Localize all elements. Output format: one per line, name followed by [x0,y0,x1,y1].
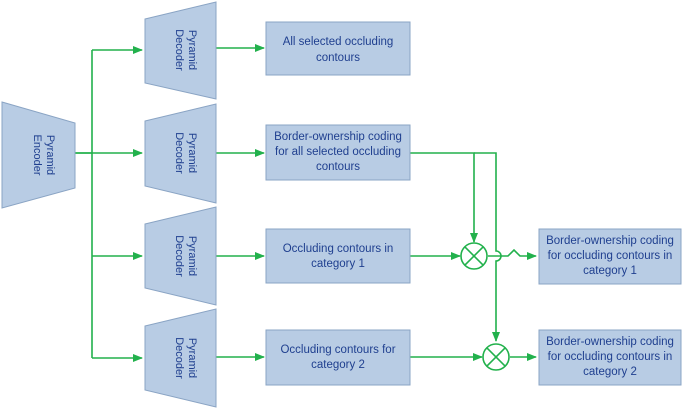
box-rect [265,228,411,284]
decoder-label-2: Pyramid [186,133,198,173]
encoder-pyramid: Encoder Pyramid [1,101,76,209]
output-border-ownership-category-2: Border-ownership coding for occluding co… [538,329,682,386]
decoder-shape [144,308,217,408]
box-text-line-1: Occluding contours in [283,243,394,255]
box-text-line-2: category 1 [311,258,365,270]
box-rect [538,228,682,285]
box-text-line-1: Border-ownership coding [546,336,674,348]
decoder-pyramid-2: Decoder Pyramid [144,103,217,204]
box-text-line-2: category 2 [311,359,365,371]
decoder-label-2: Pyramid [186,338,198,378]
encoder-label-1: Encoder [31,135,43,176]
arrow-bo-to-mult-2 [474,152,502,342]
box-border-ownership-all: Border-ownership coding for all selected… [265,124,411,181]
decoder-shape [144,206,217,306]
box-text-line-3: category 2 [583,366,637,378]
arrow-bo-to-mult-1 [410,152,478,243]
box-all-selected-contours: All selected occluding contours [265,21,411,76]
box-rect [265,329,411,386]
decoder-pyramid-1: Decoder Pyramid [144,1,217,100]
connectors [75,44,537,362]
decoder-label-2: Pyramid [186,30,198,70]
encoder-label-2: Pyramid [44,135,56,175]
box-category-1-contours: Occluding contours in category 1 [265,228,411,284]
decoder-shape [144,103,217,204]
arrow-mult1-to-output [488,248,537,260]
decoder-shape [144,1,217,100]
box-text-line-2: for occluding contours in [548,351,673,363]
output-border-ownership-category-1: Border-ownership coding for occluding co… [538,228,682,285]
decoder-label-1: Decoder [173,337,185,379]
box-text-line-2: contours [316,52,360,64]
decoder-label-1: Decoder [173,235,185,277]
box-rect [538,329,682,386]
decoder-pyramid-3: Decoder Pyramid [144,206,217,306]
box-text-line-2: for occluding contours in [548,250,673,262]
multiply-node-1 [460,242,488,270]
decoder-label-2: Pyramid [186,236,198,276]
decoder-label-1: Decoder [173,132,185,174]
box-text-line-3: category 1 [583,265,637,277]
box-text-line-1: Border-ownership coding [274,131,402,143]
box-rect [265,124,411,181]
box-text-line-3: contours [316,161,360,173]
encoder-shape [1,101,76,209]
decoder-pyramid-4: Decoder Pyramid [144,308,217,408]
box-category-2-contours: Occluding contours for category 2 [265,329,411,386]
multiply-node-2 [482,343,510,371]
box-text-line-1: Border-ownership coding [546,235,674,247]
box-rect [265,21,411,76]
box-text-line-1: All selected occluding [283,36,394,48]
box-text-line-2: for all selected occluding [275,146,401,158]
box-text-line-1: Occluding contours for [280,344,395,356]
decoder-label-1: Decoder [173,29,185,71]
